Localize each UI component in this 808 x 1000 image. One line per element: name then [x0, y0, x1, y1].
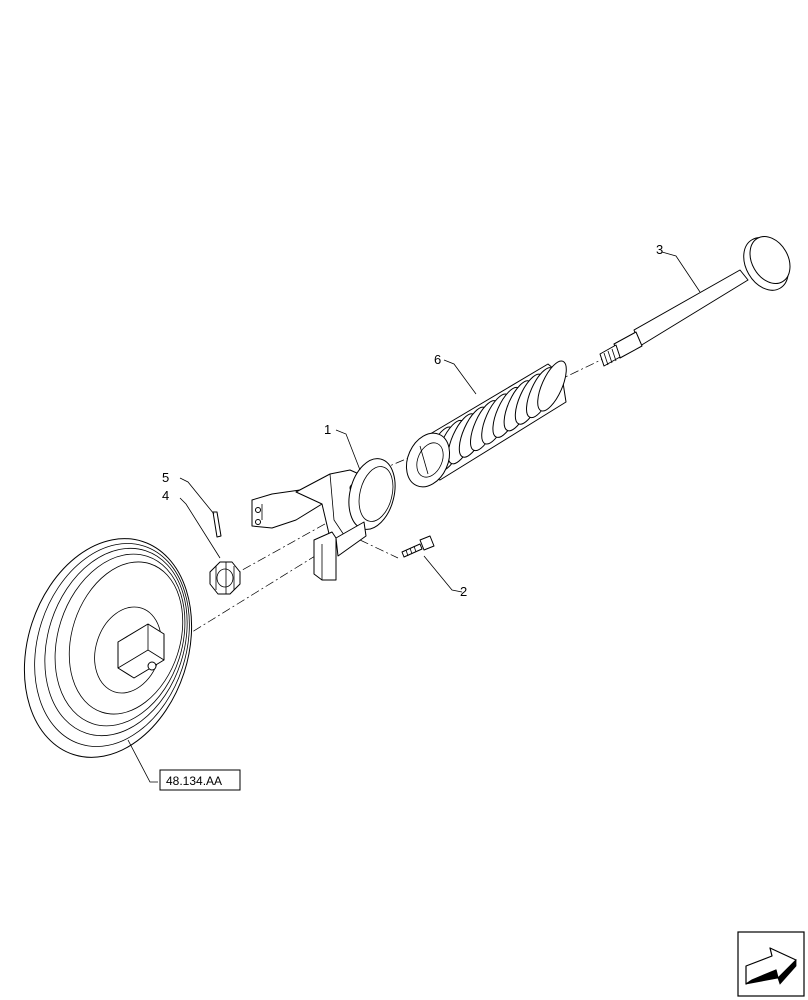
tension-rod: [599, 236, 791, 367]
callout-5: 5: [162, 470, 169, 485]
castle-nut: [209, 561, 241, 595]
recoil-spring: [405, 360, 567, 488]
callout-6: 6: [434, 352, 441, 367]
callout-3: 3: [656, 242, 663, 257]
reference-box[interactable]: 48.134.AA: [159, 769, 241, 791]
bolt: [401, 535, 435, 558]
spring-coil: [537, 360, 567, 412]
callout-1: 1: [324, 422, 331, 437]
reference-label[interactable]: 48.134.AA: [166, 774, 222, 788]
callout-4: 4: [162, 488, 169, 503]
next-page-arrow-icon[interactable]: [737, 931, 805, 997]
idler-wheel: [23, 538, 193, 758]
leader-lines: [127, 251, 701, 783]
yoke-fork: [251, 458, 396, 581]
callout-2: 2: [460, 584, 467, 599]
cotter-pin: [212, 511, 222, 538]
